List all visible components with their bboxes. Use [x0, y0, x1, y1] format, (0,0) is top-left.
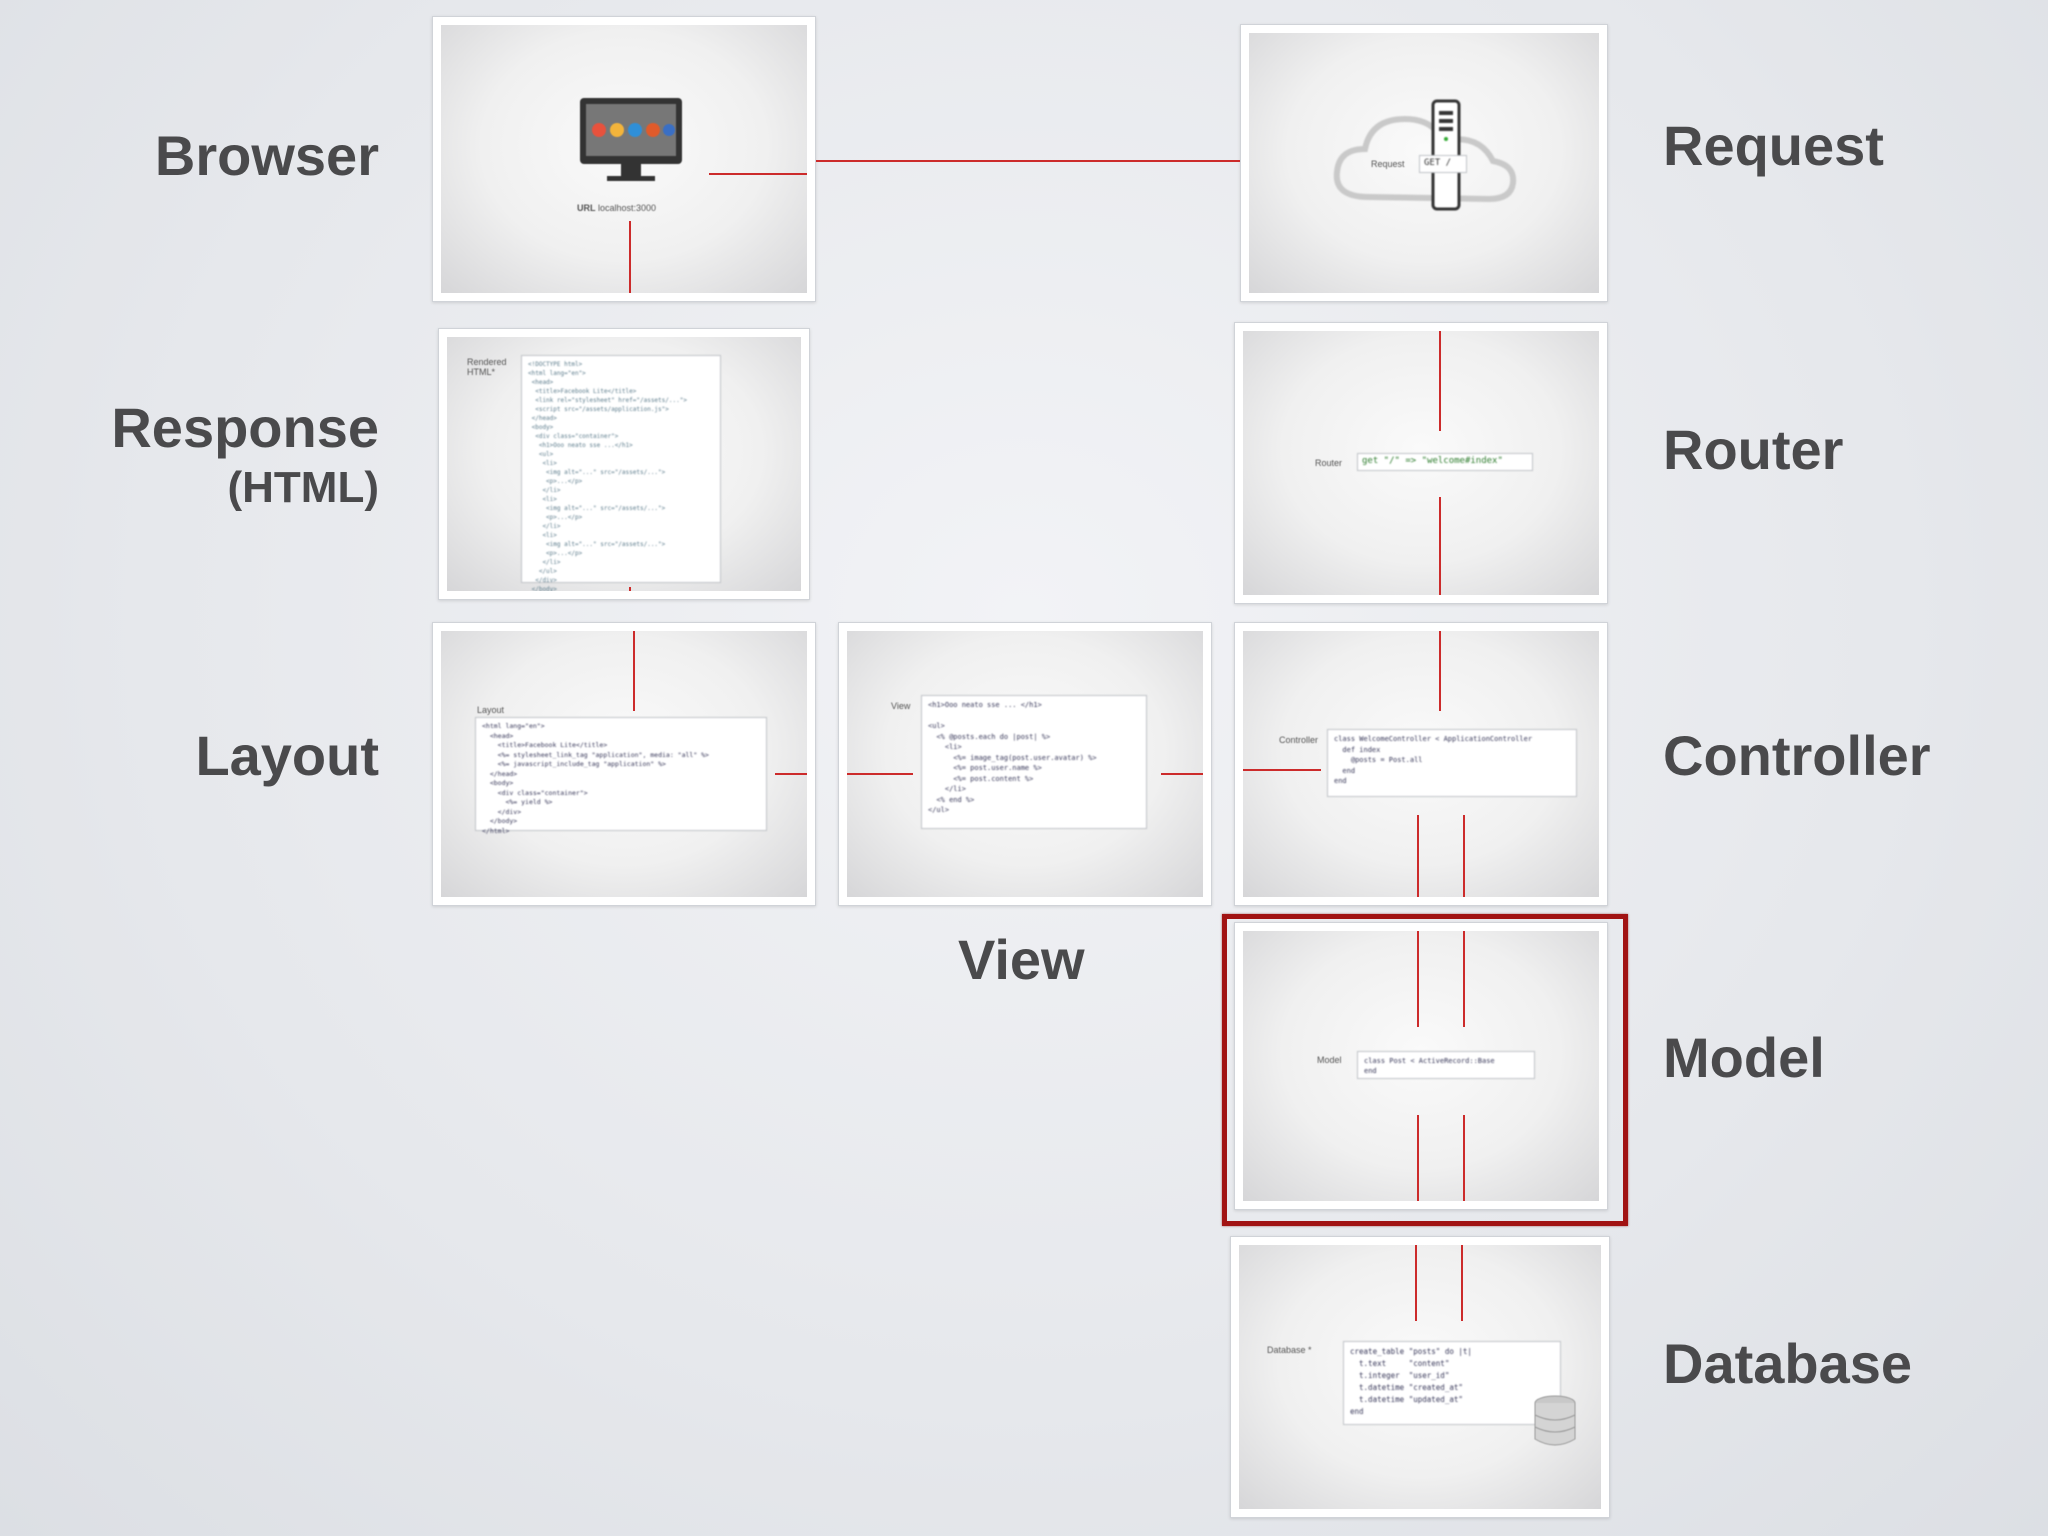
layout-arrow-up [633, 631, 635, 711]
browser-url-value: localhost:3000 [598, 203, 657, 213]
label-router: Router [1663, 418, 1844, 481]
label-response-main: Response [111, 396, 379, 459]
response-html-code: <!DOCTYPE html> <html lang="en"> <head> … [521, 355, 721, 591]
label-response: Response (HTML) [111, 400, 379, 510]
slide-response: Rendered HTML* <!DOCTYPE html> <html lan… [438, 328, 810, 600]
controller-arrow-left [1243, 769, 1321, 771]
label-request: Request [1663, 114, 1884, 177]
model-arrow-up-bottom [1417, 1115, 1419, 1201]
database-label: Database * [1267, 1345, 1312, 1355]
monitor-icon [580, 98, 682, 181]
label-model: Model [1663, 1026, 1825, 1089]
view-code: <h1>Ooo neato sse ... </h1> <ul> <% @pos… [921, 695, 1147, 829]
router-label: Router [1315, 458, 1343, 468]
model-label: Model [1317, 1055, 1342, 1065]
database-code: create_table "posts" do |t| t.text "cont… [1343, 1341, 1561, 1425]
database-icon [1534, 1395, 1576, 1446]
database-arrow-up [1415, 1245, 1417, 1321]
model-highlight-box [1222, 914, 1628, 1226]
slide-browser: URL localhost:3000 [432, 16, 816, 302]
router-arrow-down-bottom [1439, 497, 1441, 595]
view-arrow-left-in [1161, 773, 1203, 775]
slide-controller: Controller class WelcomeController < App… [1234, 622, 1608, 906]
response-label: Rendered HTML* [467, 357, 507, 377]
database-arrow-down [1461, 1245, 1463, 1321]
slide-layout: Layout <html lang="en"> <head> <title>Fa… [432, 622, 816, 906]
router-arrow-down-top [1439, 331, 1441, 431]
response-arrow-up [629, 587, 631, 591]
controller-code: class WelcomeController < ApplicationCon… [1327, 729, 1577, 797]
label-controller: Controller [1663, 724, 1931, 787]
slide-view: View <h1>Ooo neato sse ... </h1> <ul> <%… [838, 622, 1212, 906]
model-line-up-top [1417, 931, 1419, 1027]
slide-model: Model class Post < ActiveRecord::Base en… [1234, 922, 1608, 1210]
model-line-down-bottom [1463, 1115, 1465, 1201]
router-code: get "/" => "welcome#index" [1357, 453, 1533, 471]
view-label: View [891, 701, 911, 711]
slide-router: Router get "/" => "welcome#index" [1234, 322, 1608, 604]
browser-url: URL localhost:3000 [577, 203, 656, 213]
browser-arrow-up [629, 221, 631, 293]
controller-arrow-down [1439, 631, 1441, 711]
slide-request: Request GET / [1240, 24, 1608, 302]
controller-arrow-up [1417, 815, 1419, 897]
label-layout: Layout [195, 724, 379, 787]
request-method: GET / [1419, 155, 1467, 173]
layout-arrow-left [775, 773, 807, 775]
label-view: View [958, 928, 1085, 991]
request-label: Request [1371, 159, 1405, 169]
view-arrow-left-out [847, 773, 913, 775]
model-code: class Post < ActiveRecord::Base end [1357, 1051, 1535, 1079]
controller-line-down [1463, 815, 1465, 897]
browser-url-label: URL [577, 203, 596, 213]
controller-label: Controller [1279, 735, 1319, 745]
label-browser: Browser [154, 124, 379, 187]
model-arrow-down-top [1463, 931, 1465, 1027]
slide-database: Database * create_table "posts" do |t| t… [1230, 1236, 1610, 1518]
label-response-sub: (HTML) [227, 463, 380, 512]
browser-arrow-right [709, 173, 807, 175]
layout-code: <html lang="en"> <head> <title>Facebook … [475, 717, 767, 835]
label-database: Database [1663, 1332, 1913, 1395]
layout-label: Layout [477, 705, 505, 715]
